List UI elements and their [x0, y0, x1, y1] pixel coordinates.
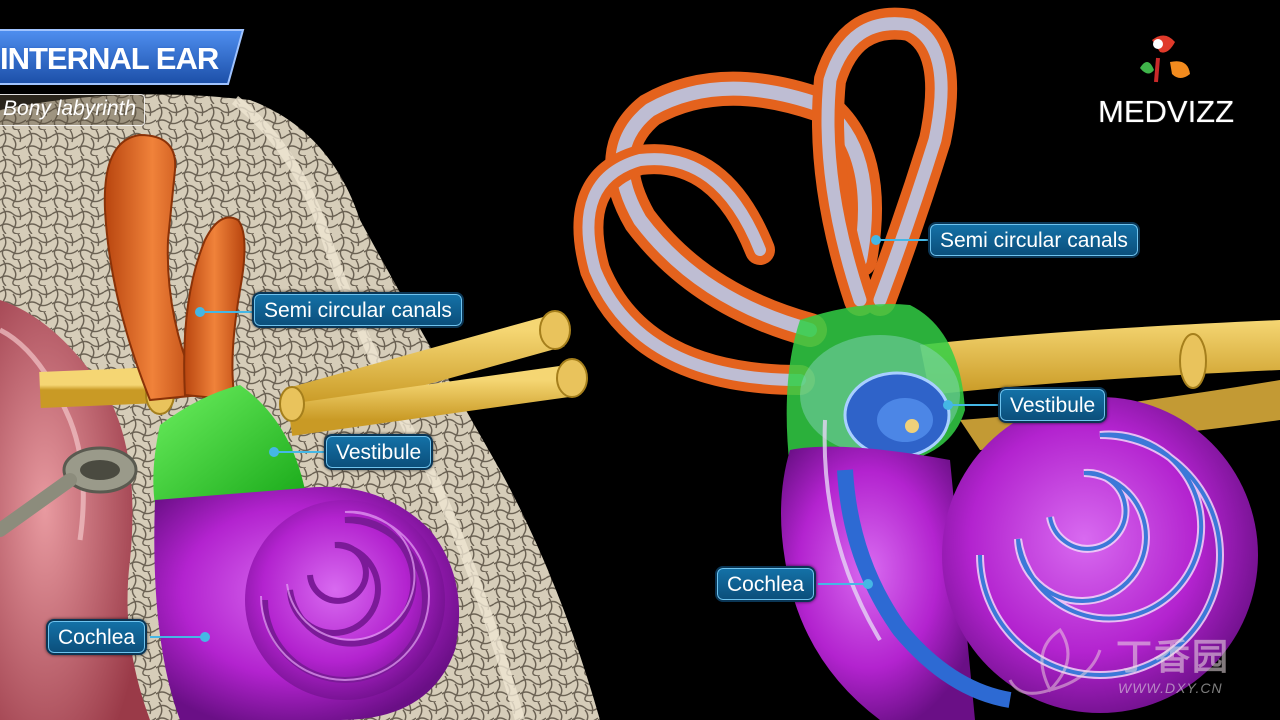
left-vestibule — [153, 385, 305, 505]
title-banner — [0, 29, 245, 85]
medvizz-logo-icon — [1140, 35, 1190, 83]
left-panel — [0, 94, 600, 720]
tympanic-wall — [0, 327, 86, 541]
diagram-title: INTERNAL EAR — [0, 41, 219, 76]
brand-logo-text: MEDVIZZ — [1098, 94, 1235, 129]
right-leader-lines — [818, 235, 998, 589]
middle-ear-tissue — [0, 300, 150, 720]
left-cochlea — [154, 486, 460, 720]
label-right-cochlea: Cochlea — [715, 566, 817, 602]
watermark-text: WWW.DXY.CN — [1118, 680, 1223, 696]
label-left-cochlea: Cochlea — [46, 619, 148, 655]
label-left-vestibule: Vestibule — [324, 434, 434, 470]
left-leader-lines — [150, 307, 324, 642]
label-right-vestibule: Vestibule — [998, 387, 1108, 423]
label-right-semicircular-canals: Semi circular canals — [928, 222, 1140, 258]
right-vestibule — [786, 304, 965, 470]
subtitle-tag: Bony labyrinth — [0, 94, 146, 126]
label-left-semicircular-canals: Semi circular canals — [252, 292, 464, 328]
left-semicircular-canals — [103, 133, 246, 402]
watermark-cn: 丁香园 — [1116, 636, 1231, 677]
left-nerve-bundle — [39, 310, 588, 436]
watermark-flower-icon — [1008, 627, 1102, 695]
right-semicircular-canals — [573, 7, 958, 395]
stapes-icon — [0, 446, 138, 537]
right-panel — [573, 7, 1280, 720]
right-cochlea — [781, 397, 1258, 720]
